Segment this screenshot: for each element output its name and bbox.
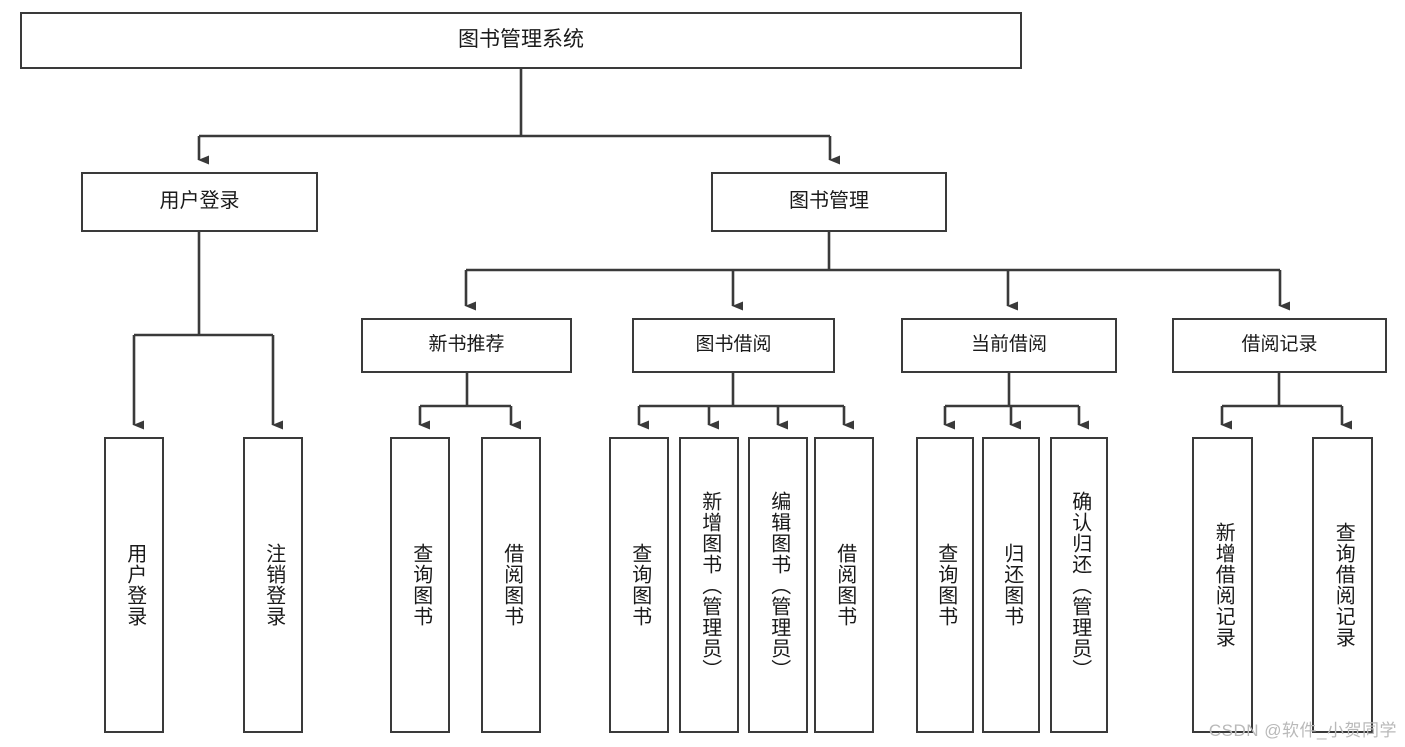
node-book-borrow-label: 图书借阅	[695, 334, 772, 356]
node-leaf-borrow-book-2-label: 借阅图书	[833, 543, 856, 627]
node-book-manage-label: 图书管理	[789, 190, 869, 213]
node-leaf-borrow-book-1-label: 借阅图书	[500, 543, 523, 627]
node-leaf-add-record-label: 新增借阅记录	[1212, 522, 1235, 648]
node-leaf-confirm-return-label: 确认归还（管理员）	[1068, 490, 1091, 680]
csdn-watermark: CSDN @软件_小贺同学	[1208, 721, 1397, 740]
node-leaf-edit-book-label: 编辑图书（管理员）	[767, 490, 790, 680]
node-leaf-logout[interactable]: 注销登录	[243, 437, 303, 733]
node-leaf-logout-label: 注销登录	[262, 543, 285, 627]
node-leaf-user-login-label: 用户登录	[123, 543, 146, 627]
node-leaf-user-login[interactable]: 用户登录	[104, 437, 164, 733]
node-leaf-add-book[interactable]: 新增图书（管理员）	[679, 437, 739, 733]
node-book-manage[interactable]: 图书管理	[711, 172, 947, 232]
node-user-login-label: 用户登录	[159, 190, 240, 213]
node-current-borrow-label: 当前借阅	[970, 334, 1047, 356]
node-leaf-query-book-1-label: 查询图书	[409, 543, 432, 627]
node-leaf-borrow-book-2[interactable]: 借阅图书	[814, 437, 874, 733]
node-borrow-record-label: 借阅记录	[1241, 334, 1318, 356]
node-leaf-confirm-return[interactable]: 确认归还（管理员）	[1050, 437, 1108, 733]
node-user-login[interactable]: 用户登录	[81, 172, 318, 232]
node-leaf-query-book-2-label: 查询图书	[628, 543, 651, 627]
node-leaf-query-book-3[interactable]: 查询图书	[916, 437, 974, 733]
node-borrow-record[interactable]: 借阅记录	[1172, 318, 1387, 373]
node-leaf-borrow-book-1[interactable]: 借阅图书	[481, 437, 541, 733]
node-root[interactable]: 图书管理系统	[20, 12, 1022, 69]
node-book-borrow[interactable]: 图书借阅	[632, 318, 835, 373]
node-leaf-query-book-2[interactable]: 查询图书	[609, 437, 669, 733]
node-leaf-add-record[interactable]: 新增借阅记录	[1192, 437, 1253, 733]
node-leaf-edit-book[interactable]: 编辑图书（管理员）	[748, 437, 808, 733]
node-leaf-query-record-label: 查询借阅记录	[1332, 522, 1355, 648]
node-leaf-return-book[interactable]: 归还图书	[982, 437, 1040, 733]
node-leaf-query-book-1[interactable]: 查询图书	[390, 437, 450, 733]
node-new-book-recommend-label: 新书推荐	[428, 334, 505, 356]
node-leaf-query-record[interactable]: 查询借阅记录	[1312, 437, 1373, 733]
node-leaf-return-book-label: 归还图书	[1000, 543, 1023, 627]
node-current-borrow[interactable]: 当前借阅	[901, 318, 1117, 373]
node-new-book-recommend[interactable]: 新书推荐	[361, 318, 572, 373]
node-leaf-query-book-3-label: 查询图书	[934, 543, 957, 627]
node-leaf-add-book-label: 新增图书（管理员）	[698, 490, 721, 680]
node-root-label: 图书管理系统	[458, 28, 584, 52]
